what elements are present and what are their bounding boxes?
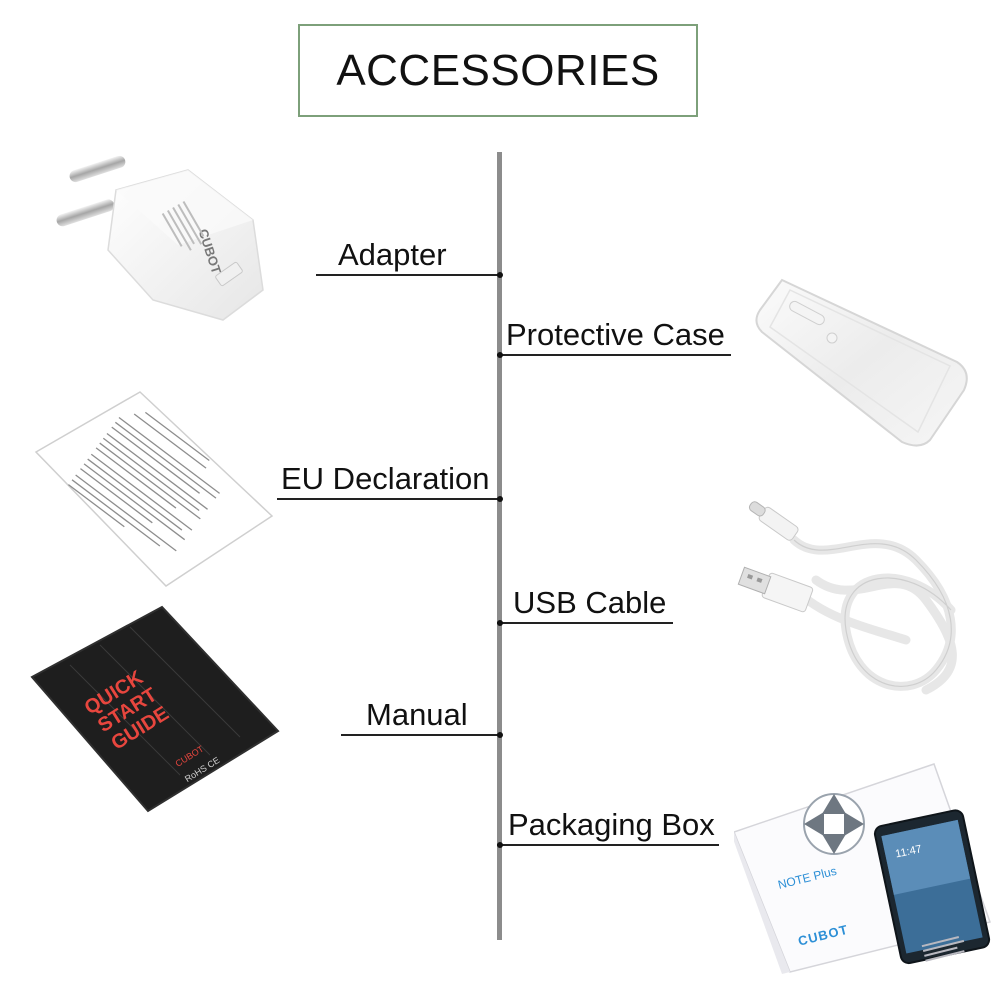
item-dot-manual [497,732,503,738]
adapter-image: CUBOT [38,150,268,325]
item-dot-adapter [497,272,503,278]
item-label-usb-cable: USB Cable [513,585,667,620]
item-dot-packaging-box [497,842,503,848]
item-dot-protective-case [497,352,503,358]
item-line-adapter [316,274,500,276]
item-adapter: Adapter [316,230,503,278]
item-label-packaging-box: Packaging Box [508,807,715,842]
item-line-protective-case [497,354,731,356]
item-dot-eu-declaration [497,496,503,502]
item-dot-usb-cable [497,620,503,626]
center-spine [497,152,502,940]
item-usb-cable: USB Cable [497,578,673,626]
page-title: ACCESSORIES [336,45,660,95]
item-label-protective-case: Protective Case [506,317,725,352]
title-box: ACCESSORIES [298,24,698,117]
usb-cable-image [736,500,986,710]
protective-case-image [752,272,974,450]
item-label-manual: Manual [366,697,468,732]
item-line-eu-declaration [277,498,501,500]
item-eu-declaration: EU Declaration [277,454,503,502]
item-packaging-box: Packaging Box [497,800,719,848]
item-line-manual [341,734,501,736]
item-line-packaging-box [497,844,719,846]
item-label-adapter: Adapter [338,237,447,272]
item-line-usb-cable [497,622,673,624]
eu-declaration-image [32,390,277,590]
item-manual: Manual [341,690,503,738]
packaging-box-image: 11:47 NOTE Plus CUBOT [734,762,992,974]
box-phone-time: 11:47 [894,843,923,860]
manual-image: QUICK START GUIDE CUBOT RoHS CE [30,605,280,815]
item-label-eu-declaration: EU Declaration [281,461,490,496]
item-protective-case: Protective Case [497,310,731,358]
